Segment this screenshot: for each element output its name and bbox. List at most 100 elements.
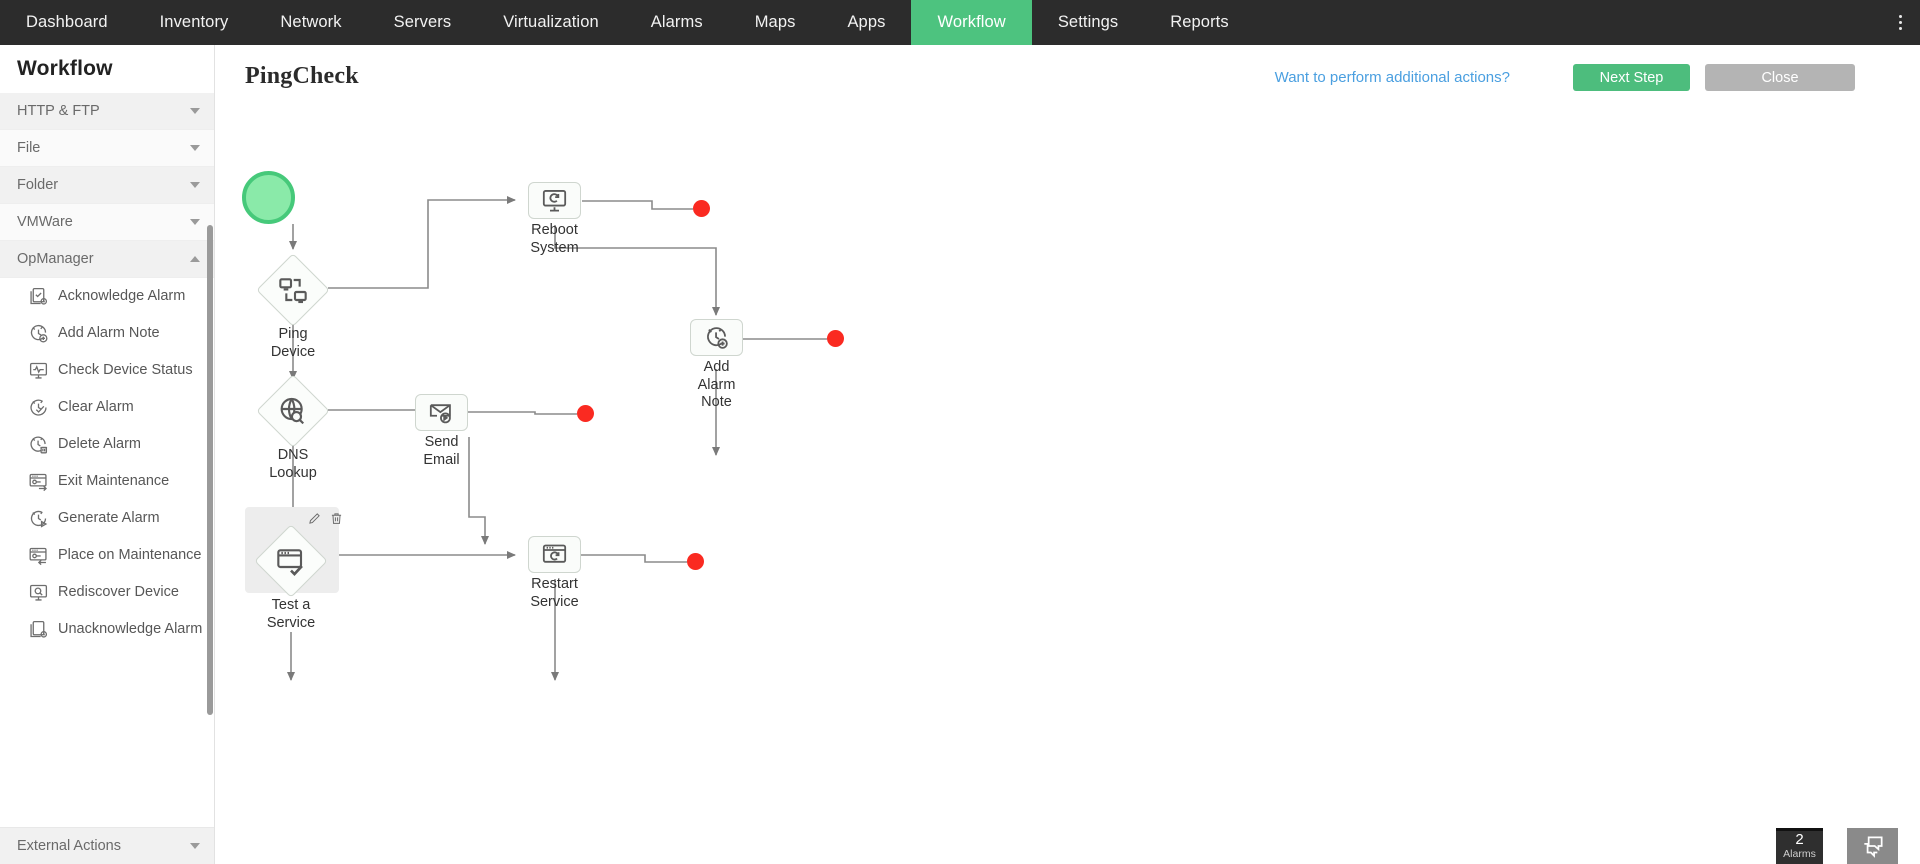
- node-ping-device[interactable]: Ping Device: [256, 253, 330, 360]
- sidebar-item-delete-alarm[interactable]: Delete Alarm: [0, 426, 214, 463]
- chevron-up-icon: [190, 256, 200, 262]
- sidebar-item-label: Unacknowledge Alarm: [58, 621, 203, 638]
- chevron-down-icon: [190, 219, 200, 225]
- window-check-icon: [257, 527, 325, 595]
- sidebar-group-label: OpManager: [17, 251, 94, 267]
- monitor-refresh-icon: [528, 182, 581, 219]
- node-selection-toolbar: [308, 512, 343, 525]
- node-send-email[interactable]: Send Email: [415, 394, 468, 468]
- red-endpoint-icon: [827, 330, 844, 347]
- sidebar-item-acknowledge-alarm[interactable]: Acknowledge Alarm: [0, 278, 214, 315]
- ping-device-icon: [259, 256, 327, 324]
- alarm-count: 2: [1795, 831, 1804, 848]
- content-area: PingCheck Want to perform additional act…: [215, 45, 1920, 864]
- endpoint-restart-service[interactable]: [687, 553, 704, 570]
- documents-clock-icon: [28, 619, 49, 640]
- sidebar-item-label: Place on Maintenance: [58, 547, 202, 564]
- sidebar-group-label: File: [17, 140, 41, 156]
- clock-play-icon: [28, 508, 49, 529]
- chevron-down-icon: [190, 108, 200, 114]
- sidebar-group-file[interactable]: File: [0, 130, 214, 167]
- globe-search-icon: [259, 377, 327, 445]
- sidebar-item-clear-alarm[interactable]: Clear Alarm: [0, 389, 214, 426]
- sidebar-item-label: Generate Alarm: [58, 510, 160, 527]
- chat-widget-button[interactable]: [1847, 828, 1898, 864]
- window-refresh-icon: [528, 536, 581, 573]
- nav-item-dashboard[interactable]: Dashboard: [26, 13, 108, 31]
- node-add-alarm-note[interactable]: Add Alarm Note: [690, 319, 743, 410]
- nav-item-apps[interactable]: Apps: [847, 13, 886, 31]
- delete-icon[interactable]: [330, 512, 343, 525]
- workflow-canvas[interactable]: Ping Device Reboot System: [215, 107, 1920, 864]
- chevron-down-icon: [190, 145, 200, 151]
- kebab-menu-icon[interactable]: [1886, 0, 1920, 45]
- additional-actions-link[interactable]: Want to perform additional actions?: [1274, 69, 1510, 86]
- endpoint-add-alarm-note[interactable]: [827, 330, 844, 347]
- window-wrench-in-icon: [28, 545, 49, 566]
- monitor-pulse-icon: [28, 360, 49, 381]
- nav-item-workflow[interactable]: Workflow: [911, 0, 1032, 45]
- sidebar-scrollbar[interactable]: [207, 225, 213, 715]
- sidebar-group-vmware[interactable]: VMWare: [0, 204, 214, 241]
- sidebar-title: Workflow: [17, 57, 113, 80]
- edit-icon[interactable]: [308, 512, 321, 525]
- nav-item-settings[interactable]: Settings: [1057, 13, 1119, 31]
- nav-item-servers[interactable]: Servers: [393, 13, 452, 31]
- sidebar: Workflow HTTP & FTP File Folder VMWare O…: [0, 45, 215, 864]
- alarm-count-badge[interactable]: 2 Alarms: [1776, 828, 1823, 864]
- close-button[interactable]: Close: [1705, 64, 1855, 91]
- nav-item-inventory[interactable]: Inventory: [159, 13, 229, 31]
- sidebar-group-label: External Actions: [17, 838, 121, 854]
- endpoint-send-email[interactable]: [577, 405, 594, 422]
- sidebar-item-label: Add Alarm Note: [58, 325, 160, 342]
- sidebar-group-label: HTTP & FTP: [17, 103, 100, 119]
- nav-item-maps[interactable]: Maps: [754, 13, 796, 31]
- sidebar-item-rediscover-device[interactable]: Rediscover Device: [0, 574, 214, 611]
- next-step-button[interactable]: Next Step: [1573, 64, 1690, 91]
- red-endpoint-icon: [577, 405, 594, 422]
- sidebar-group-label: Folder: [17, 177, 59, 193]
- nav-item-network[interactable]: Network: [280, 13, 342, 31]
- sidebar-item-exit-maintenance[interactable]: Exit Maintenance: [0, 463, 214, 500]
- sidebar-item-label: Check Device Status: [58, 362, 193, 379]
- endpoint-reboot-system[interactable]: [693, 200, 710, 217]
- alarm-caption: Alarms: [1783, 847, 1816, 860]
- nav-item-alarms[interactable]: Alarms: [650, 13, 703, 31]
- clock-plus-icon: [690, 319, 743, 356]
- node-reboot-system[interactable]: Reboot System: [528, 182, 581, 256]
- workflow-connectors: [287, 196, 827, 681]
- nav-spacer: [1255, 0, 1886, 45]
- sidebar-item-unacknowledge-alarm[interactable]: Unacknowledge Alarm: [0, 611, 214, 648]
- sidebar-item-add-alarm-note[interactable]: Add Alarm Note: [0, 315, 214, 352]
- node-dns-lookup[interactable]: DNS Lookup: [256, 374, 330, 481]
- nav-item-virtualization[interactable]: Virtualization: [503, 13, 599, 31]
- start-circle-icon: [242, 171, 295, 224]
- sidebar-item-label: Rediscover Device: [58, 584, 179, 601]
- clock-trash-icon: [28, 434, 49, 455]
- monitor-search-icon: [28, 582, 49, 603]
- sidebar-item-label: Acknowledge Alarm: [58, 288, 186, 305]
- sidebar-group-folder[interactable]: Folder: [0, 167, 214, 204]
- node-test-a-service[interactable]: Test a Service: [254, 524, 328, 631]
- chat-bubbles-icon: [1860, 833, 1886, 859]
- sidebar-item-label: Clear Alarm: [58, 399, 134, 416]
- sidebar-group-http-ftp[interactable]: HTTP & FTP: [0, 93, 214, 130]
- content-header: PingCheck Want to perform additional act…: [215, 45, 1920, 107]
- envelope-send-icon: [415, 394, 468, 431]
- sidebar-item-place-on-maintenance[interactable]: Place on Maintenance: [0, 537, 214, 574]
- sidebar-item-check-device-status[interactable]: Check Device Status: [0, 352, 214, 389]
- clock-check-icon: [28, 397, 49, 418]
- chevron-down-icon: [190, 182, 200, 188]
- sidebar-item-generate-alarm[interactable]: Generate Alarm: [0, 500, 214, 537]
- page-title: PingCheck: [245, 63, 359, 89]
- sidebar-group-label: VMWare: [17, 214, 73, 230]
- nav-item-reports[interactable]: Reports: [1170, 13, 1229, 31]
- sidebar-item-label: Delete Alarm: [58, 436, 142, 453]
- chevron-down-icon: [190, 843, 200, 849]
- start-node[interactable]: [242, 171, 295, 224]
- sidebar-group-opmanager[interactable]: OpManager: [0, 241, 214, 278]
- node-restart-service[interactable]: Restart Service: [528, 536, 581, 610]
- window-wrench-out-icon: [28, 471, 49, 492]
- sidebar-group-external-actions[interactable]: External Actions: [0, 827, 214, 864]
- red-endpoint-icon: [687, 553, 704, 570]
